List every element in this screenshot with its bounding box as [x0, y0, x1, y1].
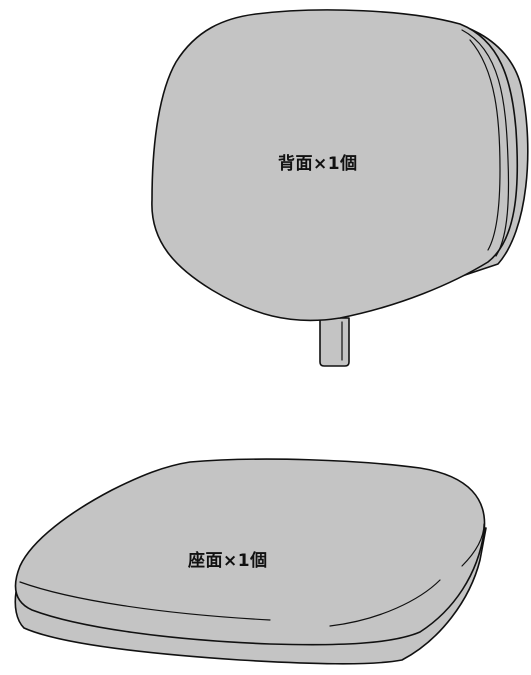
seat-rim-line-edge — [461, 523, 485, 567]
seat-rim-line-right — [329, 579, 441, 627]
backrest-post — [319, 317, 350, 367]
backrest-cushion — [151, 9, 519, 322]
seat-rim-line-left — [19, 581, 271, 621]
backrest-label: 背面×1個 — [278, 154, 358, 174]
backrest-rim-line — [461, 29, 510, 257]
seat-label: 座面×1個 — [188, 551, 268, 571]
backrest-rim-line-inner — [469, 39, 501, 251]
seat-cushion — [14, 458, 486, 646]
